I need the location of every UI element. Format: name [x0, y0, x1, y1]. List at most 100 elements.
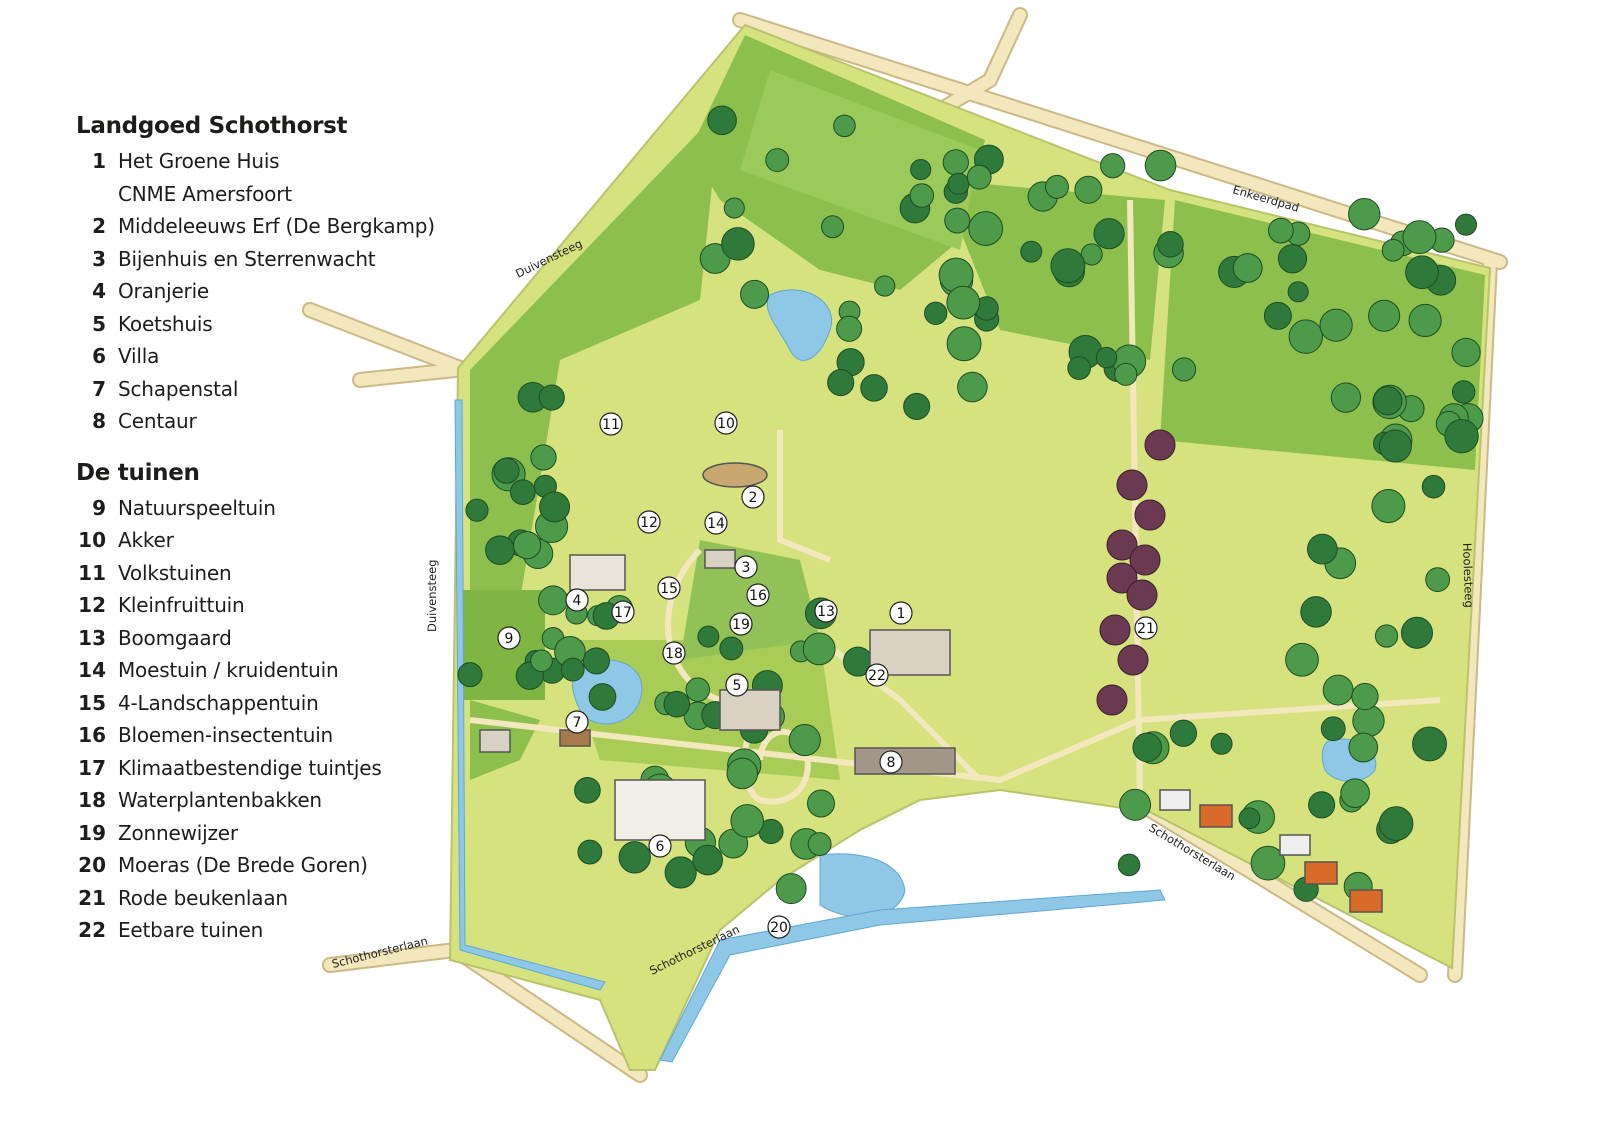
marker-number: 14 — [707, 516, 725, 532]
marker-number: 13 — [817, 604, 835, 620]
legend-item-number: 6 — [92, 344, 106, 369]
marker-number: 17 — [614, 605, 632, 621]
map-marker-9[interactable]: 9 — [497, 626, 521, 650]
tree-icon — [1320, 716, 1346, 742]
tree-icon — [765, 148, 790, 173]
map-marker-3[interactable]: 3 — [734, 555, 758, 579]
tree-icon — [1020, 240, 1043, 263]
legend-item-number: 17 — [78, 755, 106, 780]
copper-beech-tree-icon — [1099, 614, 1131, 646]
map-marker-6[interactable]: 6 — [648, 834, 672, 858]
tree-icon — [1352, 704, 1385, 737]
tree-icon — [1277, 244, 1308, 274]
tree-icon — [1351, 682, 1379, 711]
map-marker-5[interactable]: 5 — [725, 673, 749, 697]
map-marker-16[interactable]: 16 — [746, 583, 770, 607]
tree-icon — [903, 392, 931, 420]
tree-icon — [910, 159, 932, 181]
tree-icon — [663, 690, 691, 718]
map-marker-14[interactable]: 14 — [704, 511, 728, 535]
tree-icon — [942, 149, 969, 176]
legend-item-label: Bloemen-insectentuin — [118, 723, 334, 748]
tree-icon — [730, 804, 764, 838]
marker-number: 18 — [665, 646, 683, 662]
marker-number: 10 — [717, 416, 735, 432]
legend-item-label: Villa — [118, 344, 160, 369]
building-centaur — [854, 747, 956, 775]
legend-item-number: 1 — [92, 149, 106, 174]
legend-item-number: 10 — [78, 528, 106, 553]
copper-beech-tree-icon — [1126, 579, 1158, 611]
tree-icon — [1050, 248, 1086, 284]
legend-item-label: Moeras (De Brede Goren) — [118, 853, 368, 878]
tree-icon — [775, 873, 807, 905]
map-marker-21[interactable]: 21 — [1134, 616, 1158, 640]
map-marker-11[interactable]: 11 — [599, 412, 623, 436]
map-marker-2[interactable]: 2 — [741, 485, 765, 509]
tree-icon — [726, 757, 759, 790]
tree-icon — [1373, 386, 1403, 416]
tree-icon — [1288, 319, 1323, 354]
map-marker-15[interactable]: 15 — [657, 576, 681, 600]
tree-icon — [860, 374, 888, 402]
legend-item-label: Oranjerie — [118, 279, 210, 304]
legend-item-number: 14 — [78, 658, 106, 683]
legend-item-number: 12 — [78, 593, 106, 618]
tree-icon — [1117, 853, 1141, 877]
tree-icon — [560, 657, 585, 682]
marker-circle — [1134, 616, 1158, 640]
legend-item-number: 4 — [92, 279, 106, 304]
legend-item-number: 15 — [78, 690, 106, 715]
tree-icon — [719, 636, 744, 661]
map-marker-12[interactable]: 12 — [637, 510, 661, 534]
tree-icon — [909, 183, 935, 208]
map-marker-17[interactable]: 17 — [611, 600, 635, 624]
tree-icon — [1100, 153, 1126, 179]
map-marker-7[interactable]: 7 — [565, 710, 589, 734]
tree-icon — [1400, 616, 1433, 649]
map-marker-1[interactable]: 1 — [889, 601, 913, 625]
legend-item: CNME Amersfoort — [76, 178, 435, 211]
legend-item-number: 21 — [78, 885, 106, 910]
tree-icon — [685, 677, 711, 702]
tree-icon — [697, 625, 720, 648]
map-marker-4[interactable]: 4 — [565, 588, 589, 612]
marker-circle — [767, 915, 791, 939]
tree-icon — [513, 531, 542, 560]
tree-icon — [1232, 253, 1263, 283]
legend-item-label: Zonnewijzer — [118, 820, 238, 845]
map-marker-20[interactable]: 20 — [767, 915, 791, 939]
tree-icon — [1319, 308, 1353, 342]
marker-circle — [879, 750, 903, 774]
marker-circle — [637, 510, 661, 534]
map-marker-8[interactable]: 8 — [879, 750, 903, 774]
legend-item-label: Schapenstal — [118, 376, 239, 401]
map-marker-13[interactable]: 13 — [814, 599, 838, 623]
marker-circle — [565, 588, 589, 612]
tree-icon — [539, 491, 571, 523]
legend-title: De tuinen — [76, 459, 200, 486]
tree-icon — [946, 285, 981, 320]
tree-icon — [947, 172, 970, 195]
tree-icon — [1067, 356, 1092, 380]
legend-item-number: 22 — [78, 918, 106, 943]
map-marker-22[interactable]: 22 — [865, 663, 889, 687]
copper-beech-tree-icon — [1106, 562, 1138, 594]
marker-number: 20 — [770, 920, 788, 936]
tree-icon — [1451, 337, 1481, 368]
map-marker-18[interactable]: 18 — [662, 641, 686, 665]
tree-icon — [664, 856, 697, 889]
map-marker-19[interactable]: 19 — [729, 612, 753, 636]
tree-icon — [1371, 489, 1406, 524]
legend-item-number: 5 — [92, 311, 106, 336]
marker-circle — [704, 511, 728, 535]
map-marker-10[interactable]: 10 — [714, 411, 738, 435]
